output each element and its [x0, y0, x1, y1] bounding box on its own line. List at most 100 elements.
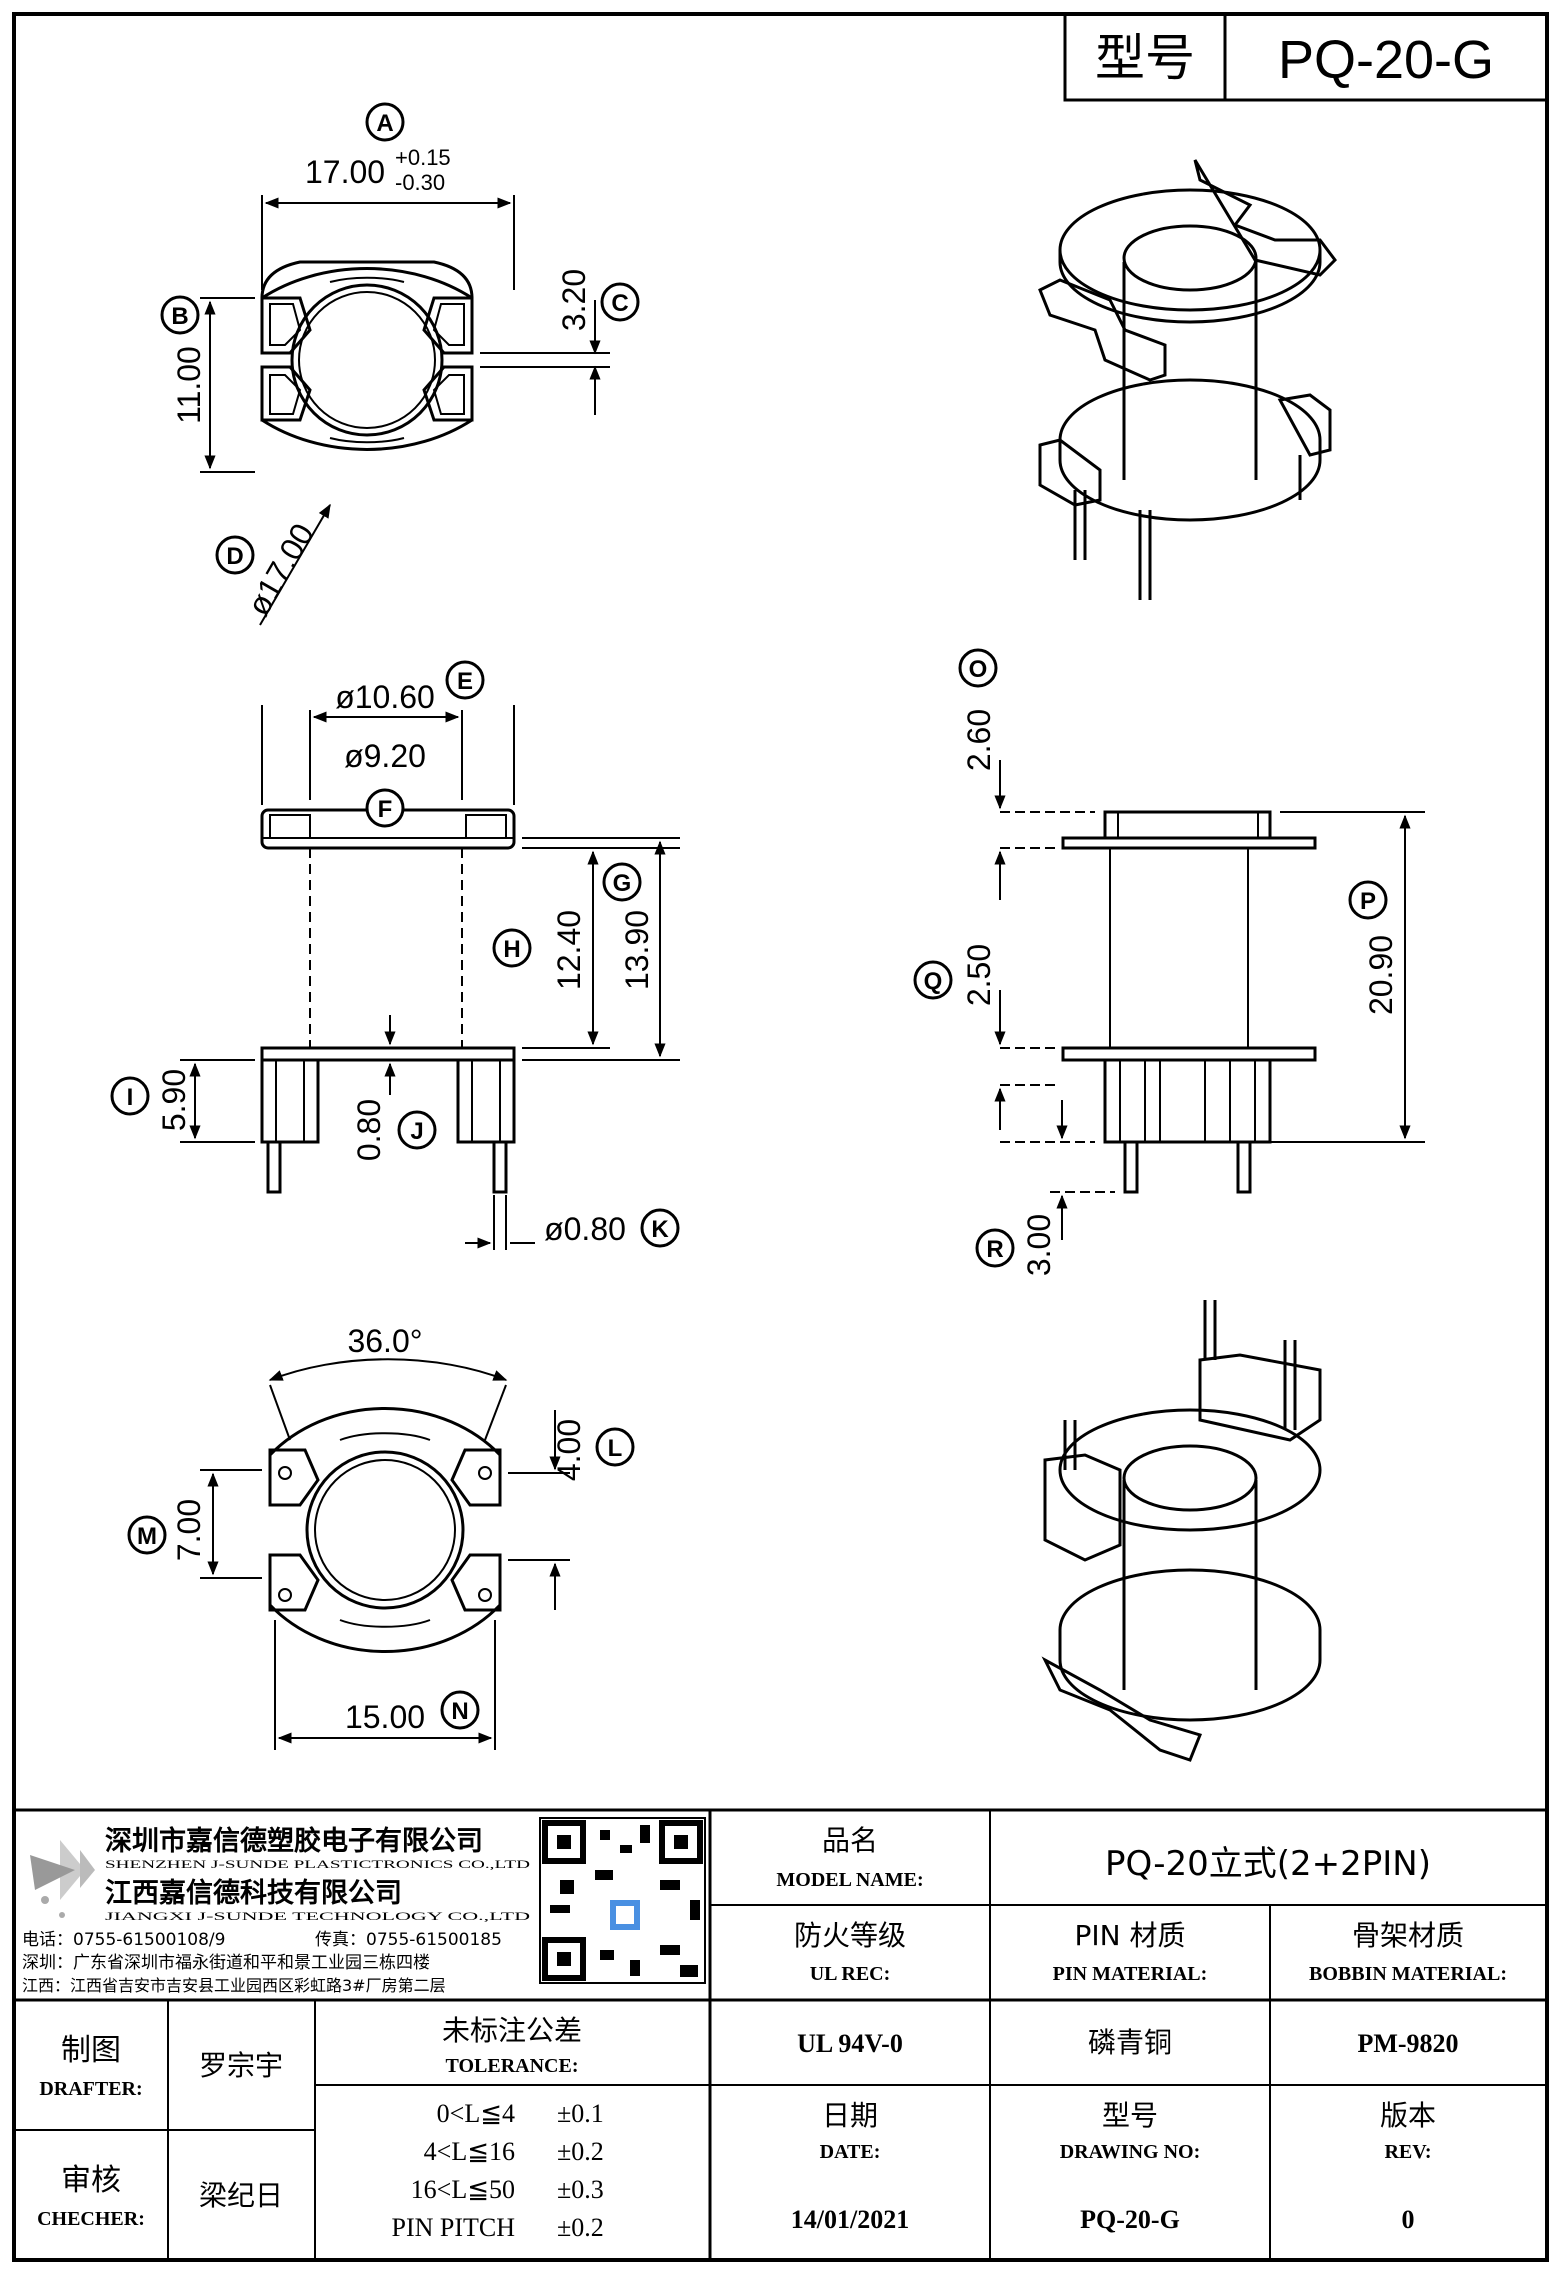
dim-k-value: ø0.80	[544, 1211, 626, 1247]
balloon-g	[602, 862, 642, 902]
ul-label-en: UL REC:	[810, 1963, 891, 1985]
dim-b-value: 11.00	[171, 346, 207, 424]
balloon-l	[595, 1427, 635, 1467]
dim-j-value: 0.80	[351, 1099, 387, 1161]
dim-r-value: 3.00	[1021, 1214, 1057, 1276]
tolerance-label-en: TOLERANCE:	[446, 2055, 579, 2077]
company-address-jx: 江西：江西省吉安市吉安县工业园西区彩虹路3#厂房第二层	[22, 1976, 446, 1995]
balloon-r	[975, 1228, 1015, 1268]
bottom-view	[268, 1406, 502, 1654]
balloon-h	[492, 928, 532, 968]
bobbin-material-label-en: BOBBIN MATERIAL:	[1309, 1963, 1507, 1985]
balloon-p	[1348, 880, 1388, 920]
balloon-b-letter: B	[171, 303, 188, 330]
drafter-label-en: DRAFTER:	[39, 2078, 142, 2100]
tol-value-2: ±0.3	[557, 2175, 604, 2204]
rev-label-en: REV:	[1384, 2141, 1431, 2163]
checker-label-cn: 审核	[61, 2163, 121, 2198]
pin-material-label-cn: PIN 材质	[1075, 1919, 1186, 1952]
balloon-m-letter: M	[137, 1523, 157, 1550]
rev-label-cn: 版本	[1380, 2099, 1436, 2132]
dim-a-tol-minus: -0.30	[395, 170, 445, 195]
tol-value-3: ±0.2	[557, 2213, 604, 2242]
dim-a-tol-plus: +0.15	[395, 145, 451, 170]
header-type-label: 型号	[1095, 29, 1195, 87]
balloon-o	[958, 648, 998, 688]
model-name-value: PQ-20立式(2+2PIN)	[1105, 1844, 1431, 1884]
drawing-no-label-cn: 型号	[1102, 2099, 1158, 2132]
top-view-dims	[200, 195, 610, 626]
tolerance-label-cn: 未标注公差	[442, 2014, 582, 2047]
bottom-view-dims	[200, 1358, 570, 1750]
checker-label-en: CHECHER:	[37, 2208, 145, 2230]
balloon-r-letter: R	[986, 1236, 1003, 1263]
balloon-q	[913, 960, 953, 1000]
balloon-e-letter: E	[457, 668, 473, 695]
balloon-b	[160, 295, 200, 335]
dim-g-value: 13.90	[619, 910, 655, 990]
tol-range-2: 16<L≦50	[411, 2175, 515, 2204]
company-address-sz: 深圳：广东省深圳市福永街道和平和景工业园三栋四楼	[22, 1953, 430, 1973]
qr-code	[539, 1817, 706, 1984]
balloon-d	[215, 535, 255, 575]
tol-range-3: PIN PITCH	[391, 2213, 515, 2242]
balloon-k-letter: K	[651, 1216, 669, 1243]
header-box: 型号 PQ-20-G	[1063, 12, 1549, 102]
balloon-h-letter: H	[503, 936, 520, 963]
balloon-j	[397, 1110, 437, 1150]
balloon-k	[640, 1208, 680, 1248]
balloon-n-letter: N	[451, 1698, 468, 1725]
dim-e-value: ø10.60	[335, 679, 435, 715]
tol-value-0: ±0.1	[557, 2099, 604, 2128]
balloon-f-letter: F	[378, 796, 393, 823]
balloon-g-letter: G	[613, 870, 632, 897]
dim-m-value: 7.00	[171, 1499, 207, 1561]
date-value: 14/01/2021	[791, 2205, 909, 2234]
bobbin-material-value: PM-9820	[1357, 2029, 1458, 2058]
balloon-i	[110, 1076, 150, 1116]
dim-l-value: 4.00	[551, 1419, 587, 1481]
company-logo	[30, 1840, 95, 1918]
company-name-en: SHENZHEN J-SUNDE PLASTICTRONICS CO.,LTD	[105, 1857, 531, 1871]
model-name-label-cn: 品名	[822, 1824, 878, 1857]
dim-i-value: 5.90	[156, 1069, 192, 1131]
balloon-d-letter: D	[226, 543, 243, 570]
balloon-o-letter: O	[969, 656, 988, 683]
isometric-view-bottom	[1041, 1300, 1322, 1762]
company2-name-cn: 江西嘉信德科技有限公司	[105, 1878, 402, 1909]
drawing-no-label-en: DRAWING NO:	[1060, 2141, 1201, 2163]
tol-value-1: ±0.2	[557, 2137, 604, 2166]
drawing-no-value: PQ-20-G	[1080, 2205, 1180, 2234]
balloon-m	[127, 1515, 167, 1555]
dim-f-value: ø9.20	[344, 738, 426, 774]
title-block-text: 品名 MODEL NAME: PQ-20立式(2+2PIN) 防火等级 UL R…	[37, 1824, 1507, 2234]
side-view-dims	[994, 760, 1425, 1240]
bobbin-material-label-cn: 骨架材质	[1352, 1919, 1464, 1952]
top-view	[260, 267, 474, 451]
dim-q-value: 2.50	[961, 944, 997, 1006]
date-label-en: DATE:	[820, 2141, 881, 2163]
dim-a-value: 17.00	[305, 154, 385, 190]
header-type-value: PQ-20-G	[1278, 30, 1494, 90]
pin-material-label-en: PIN MATERIAL:	[1053, 1963, 1208, 1985]
drafter-value: 罗宗宇	[199, 2049, 283, 2082]
balloon-j-letter: J	[410, 1118, 423, 1145]
dim-n-value: 15.00	[345, 1699, 425, 1735]
dim-d-value: ø17.00	[240, 517, 321, 621]
ul-label-cn: 防火等级	[794, 1919, 906, 1952]
company2-name-en: JIANGXI J-SUNDE TECHNOLOGY CO.,LTD	[105, 1909, 531, 1923]
company-fax: 传真：0755-61500185	[315, 1930, 502, 1950]
dim-h-value: 12.40	[551, 910, 587, 990]
dim-angle-value: 36.0°	[347, 1323, 422, 1359]
balloon-q-letter: Q	[924, 968, 943, 995]
company-name-cn: 深圳市嘉信德塑胶电子有限公司	[105, 1825, 483, 1857]
balloon-a-letter: A	[376, 110, 393, 137]
tolerance-table: 0<L≦4 ±0.1 4<L≦16 ±0.2 16<L≦50 ±0.3 PIN …	[391, 2099, 603, 2242]
tol-range-1: 4<L≦16	[424, 2137, 515, 2166]
dim-o-value: 2.60	[961, 709, 997, 771]
company-phone: 电话：0755-61500108/9	[22, 1930, 225, 1950]
balloon-c-letter: C	[611, 290, 628, 317]
rev-value: 0	[1402, 2205, 1415, 2234]
dimension-labels: A 17.00 +0.15 -0.30 B 11.00 C 3.20 D ø17…	[110, 102, 1399, 1735]
